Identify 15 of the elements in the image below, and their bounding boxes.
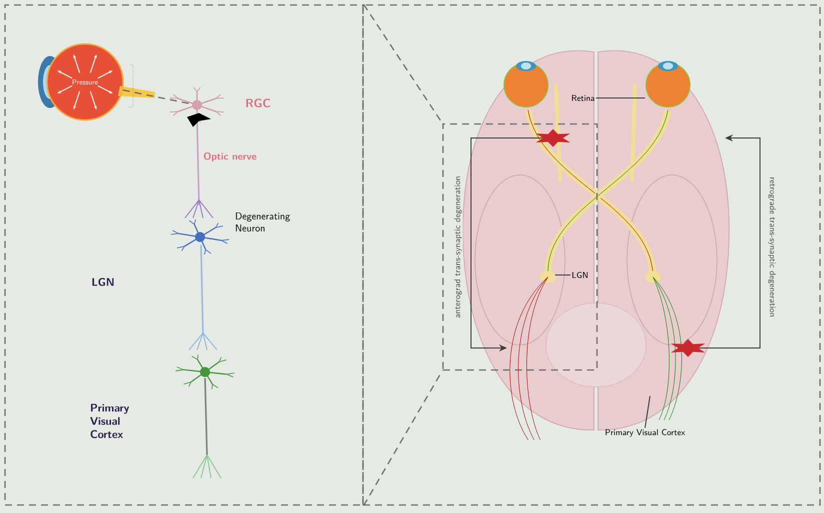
- region-label: Degenerating Neuron: [236, 212, 290, 232]
- structure-label: LGN: [572, 272, 588, 278]
- edge-label: anterograd trans-synaptic degeneration: [453, 174, 463, 320]
- lesion-star: [536, 128, 570, 147]
- region-label: LGN: [92, 278, 114, 286]
- region-label: RGC: [246, 98, 270, 108]
- structure-label: Retina: [572, 95, 594, 101]
- leader-line: [554, 274, 571, 276]
- region-label: Optic nerve: [204, 152, 256, 162]
- leader-line: [644, 395, 650, 428]
- region-label: Primary Visual Cortex: [90, 404, 129, 438]
- structure-label: Primary Visual Cortex: [606, 429, 686, 437]
- edge-label: retrograde trans-synaptic degeneration: [767, 176, 777, 318]
- lesion-star: [670, 338, 706, 357]
- neuron-drawing: [170, 87, 224, 127]
